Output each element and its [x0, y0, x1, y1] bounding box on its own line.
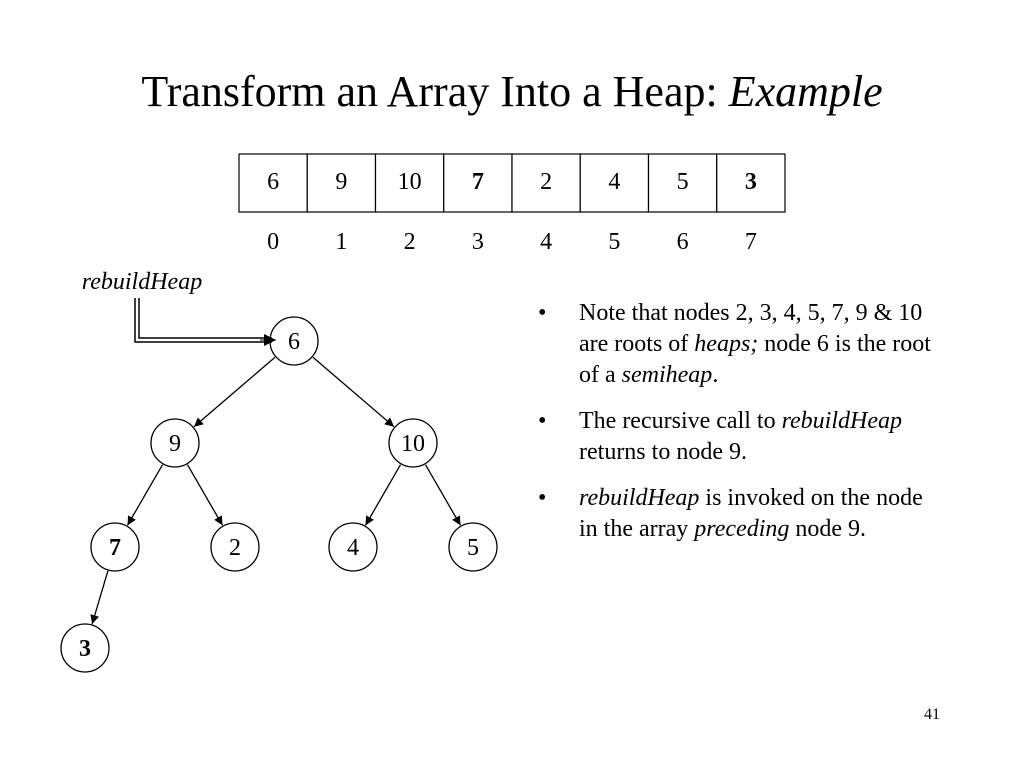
bullet-symbol: •: [538, 485, 547, 511]
tree-edge-arrow: [424, 464, 462, 526]
bullet-symbol: •: [538, 408, 547, 434]
array-cell: [238, 153, 308, 213]
array-cell: [647, 153, 718, 213]
tree-edge-arrow: [312, 356, 395, 428]
tree-node-label: 10: [401, 431, 425, 457]
note-text: node 9.: [789, 516, 867, 542]
tree-node-label: 2: [229, 535, 241, 561]
note-text: is invoked on the node in the array: [579, 485, 923, 542]
array-cell-value: 9: [335, 169, 347, 195]
array-cell: [306, 153, 377, 213]
note-emphasis-text: preceding: [694, 516, 790, 542]
note-bullet: • rebuildHeap is invoked on the node in t…: [538, 483, 938, 545]
tree-node-label: 6: [288, 329, 300, 355]
array-cell-value: 5: [677, 169, 689, 195]
tree-edge-arrow: [364, 464, 402, 526]
note-emphasis-text: rebuildHeap: [579, 485, 700, 511]
note-bullet: • The recursive call to rebuildHeap retur…: [538, 406, 938, 468]
note-text: node 6 is the root of a: [579, 331, 931, 388]
tree-node-label: 4: [347, 535, 359, 561]
note-text: Note that nodes 2, 3, 4, 5, 7, 9 & 10 ar…: [579, 300, 923, 357]
tree-node-label: 7: [109, 535, 121, 561]
note-bullet: • Note that nodes 2, 3, 4, 5, 7, 9 & 10 a…: [538, 298, 938, 391]
note-emphasis-text: heaps;: [694, 331, 759, 357]
note-emphasis-text: rebuildHeap: [781, 408, 902, 434]
page-number: 41: [924, 706, 940, 723]
array-cell: [716, 153, 786, 213]
tree-node-circle: [90, 522, 140, 572]
tree-node-label: 9: [169, 431, 181, 457]
array-cell: [374, 153, 445, 213]
array-cell-value: 6: [267, 169, 279, 195]
tree-edge-arrow: [186, 464, 224, 526]
rebuild-heap-label: rebuildHeap: [82, 269, 202, 295]
array-index-label: 0: [267, 229, 279, 255]
tree-edges: [90, 356, 462, 625]
array-cell-value: 4: [608, 169, 620, 195]
array-diagram: 6 0 9 1 10 2 7 3 2 4 4 5 5 6 3 7: [238, 153, 786, 255]
array-cell: [579, 153, 650, 213]
tree-node-circle: [150, 418, 200, 468]
array-index-label: 6: [677, 229, 689, 255]
rebuild-heap-arrow: [134, 298, 276, 346]
tree-nodes: 6 9 10 7 2 4 5 3: [60, 316, 498, 673]
array-cell-value: 2: [540, 169, 552, 195]
tree-edge-arrow: [193, 356, 276, 428]
array-cell-value: 7: [472, 169, 484, 195]
tree-node-label: 3: [79, 636, 91, 662]
tree-edge-arrow: [126, 464, 164, 526]
array-index-label: 5: [608, 229, 620, 255]
array-index-label: 3: [472, 229, 484, 255]
bullet-symbol: •: [538, 300, 547, 326]
array-cell: [511, 153, 581, 213]
array-cell-value: 10: [398, 169, 422, 195]
array-cell: [443, 153, 513, 213]
tree-node-circle: [328, 522, 378, 572]
array-index-label: 1: [335, 229, 347, 255]
tree-node-circle: [60, 623, 110, 673]
tree-node-circle: [210, 522, 260, 572]
slide-title-emphasis: Example: [728, 67, 883, 116]
tree-node-circle: [448, 522, 498, 572]
tree-edge-arrow: [90, 570, 109, 625]
note-text: .: [712, 362, 719, 388]
array-index-label: 4: [540, 229, 552, 255]
notes-list: • Note that nodes 2, 3, 4, 5, 7, 9 & 10 a…: [538, 298, 938, 560]
note-text: The recursive call to: [579, 408, 782, 434]
note-text: returns to node 9.: [579, 439, 747, 465]
array-index-label: 7: [745, 229, 757, 255]
array-cell-value: 3: [745, 169, 757, 195]
slide-title-main: Transform an Array Into a Heap:: [141, 67, 729, 116]
tree-node-circle: [388, 418, 438, 468]
slide-title: Transform an Array Into a Heap: Example: [0, 62, 1024, 122]
array-index-label: 2: [404, 229, 416, 255]
tree-node-label: 5: [467, 535, 479, 561]
note-emphasis-text: semiheap: [621, 362, 713, 388]
